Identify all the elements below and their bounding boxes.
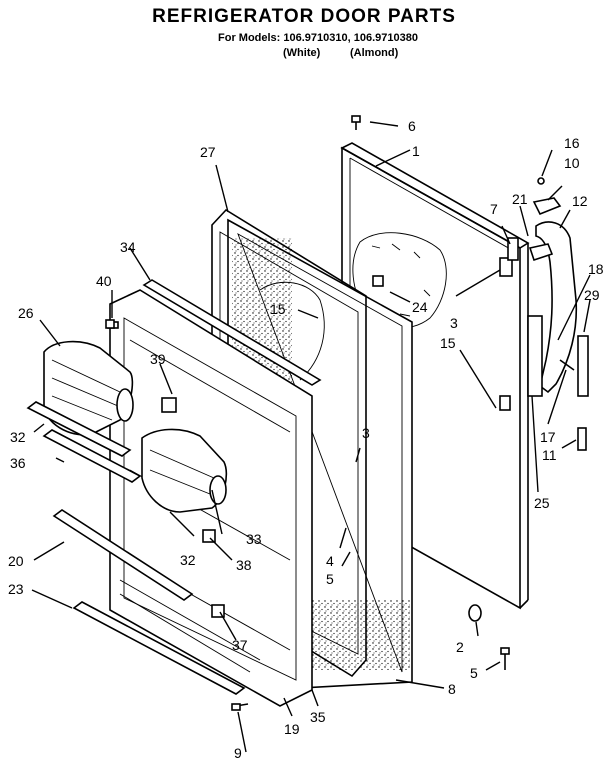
callout-2: 2 xyxy=(456,639,464,655)
callout-8: 8 xyxy=(448,681,456,697)
callout-9: 9 xyxy=(234,745,242,761)
callout-27: 27 xyxy=(200,144,216,160)
callout-18: 18 xyxy=(588,261,604,277)
callout-4: 4 xyxy=(326,553,334,569)
variant-white-label: (White) xyxy=(283,47,321,59)
callout-15-upper: 15 xyxy=(270,301,286,317)
callout-37: 37 xyxy=(232,637,248,653)
callout-19: 19 xyxy=(284,721,300,737)
callout-23: 23 xyxy=(8,581,24,597)
bracket-24 xyxy=(372,275,384,287)
middle-bin xyxy=(141,428,228,513)
callout-17: 17 xyxy=(540,429,556,445)
callout-29: 29 xyxy=(584,287,600,303)
callout-38: 38 xyxy=(236,557,252,573)
callout-20: 20 xyxy=(8,553,24,569)
hinge-bracket-lower xyxy=(499,395,511,411)
callout-3-lower: 3 xyxy=(362,425,370,441)
callout-15-lower: 15 xyxy=(440,335,456,351)
diagram-title: REFRIGERATOR DOOR PARTS xyxy=(152,6,456,27)
hinge-bracket-upper xyxy=(499,257,513,277)
callout-5-left: 5 xyxy=(326,571,334,587)
callout-12: 12 xyxy=(572,193,588,209)
callout-6: 6 xyxy=(408,118,416,134)
callout-5-right: 5 xyxy=(470,665,478,681)
callout-26: 26 xyxy=(18,305,34,321)
models-subtitle: For Models: 106.9710310, 106.9710380 xyxy=(218,32,418,44)
callout-labels: 6 1 27 34 40 26 39 15 24 3 15 7 21 16 10… xyxy=(8,118,604,761)
callout-25: 25 xyxy=(534,495,550,511)
callout-32-middle: 32 xyxy=(180,552,196,568)
leader-lines xyxy=(31,121,591,753)
callout-7: 7 xyxy=(490,201,498,217)
callout-32-left: 32 xyxy=(10,429,26,445)
shelf-bars xyxy=(26,279,322,695)
callout-35: 35 xyxy=(310,709,326,725)
callout-24: 24 xyxy=(412,299,428,315)
callout-3-upper: 3 xyxy=(450,315,458,331)
callout-1: 1 xyxy=(412,143,420,159)
callout-10: 10 xyxy=(564,155,580,171)
screws xyxy=(105,115,361,711)
handle-assembly xyxy=(527,177,589,451)
callout-33: 33 xyxy=(246,531,262,547)
callout-40: 40 xyxy=(96,273,112,289)
callout-36: 36 xyxy=(10,455,26,471)
callout-16: 16 xyxy=(564,135,580,151)
callout-39: 39 xyxy=(150,351,166,367)
upper-bin-26 xyxy=(43,340,134,436)
callout-34: 34 xyxy=(120,239,136,255)
callout-21: 21 xyxy=(512,191,528,207)
variant-almond-label: (Almond) xyxy=(350,47,399,59)
callout-11: 11 xyxy=(542,447,557,463)
